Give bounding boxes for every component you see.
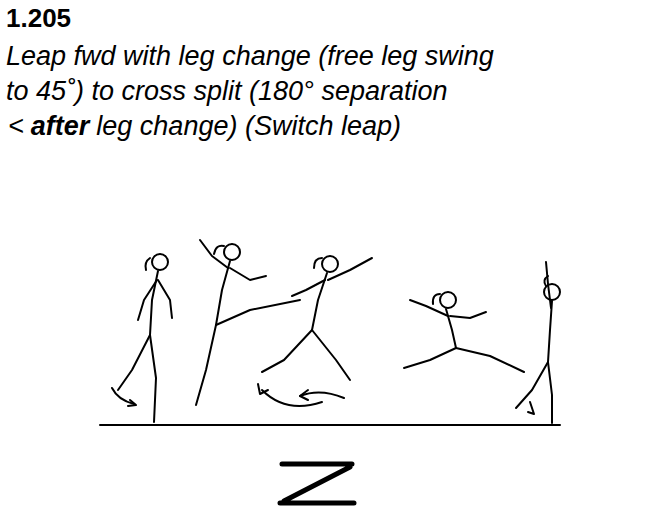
gymnast-figure (112, 254, 172, 422)
gymnast-figure (258, 256, 372, 406)
ground-line (100, 424, 560, 426)
element-symbol (280, 464, 354, 503)
description-text: leg change) (Switch leap) (96, 110, 401, 142)
description-line: Leap fwd with leg change (free leg swing (6, 40, 494, 72)
description-text: after (31, 110, 90, 142)
description-line: to 45˚) to cross split (180° separation (6, 75, 448, 107)
gymnast-figure (516, 262, 560, 423)
description-text: < (8, 110, 24, 142)
description-line: <afterleg change) (Switch leap) (8, 110, 401, 142)
description-text: Leap fwd with leg change (free leg swing (6, 40, 494, 72)
gymnast-figure (196, 240, 300, 405)
description-text: to 45˚) to cross split (180° separation (6, 75, 448, 107)
element-number: 1.205 (6, 2, 71, 34)
gymnast-figure (404, 292, 524, 372)
